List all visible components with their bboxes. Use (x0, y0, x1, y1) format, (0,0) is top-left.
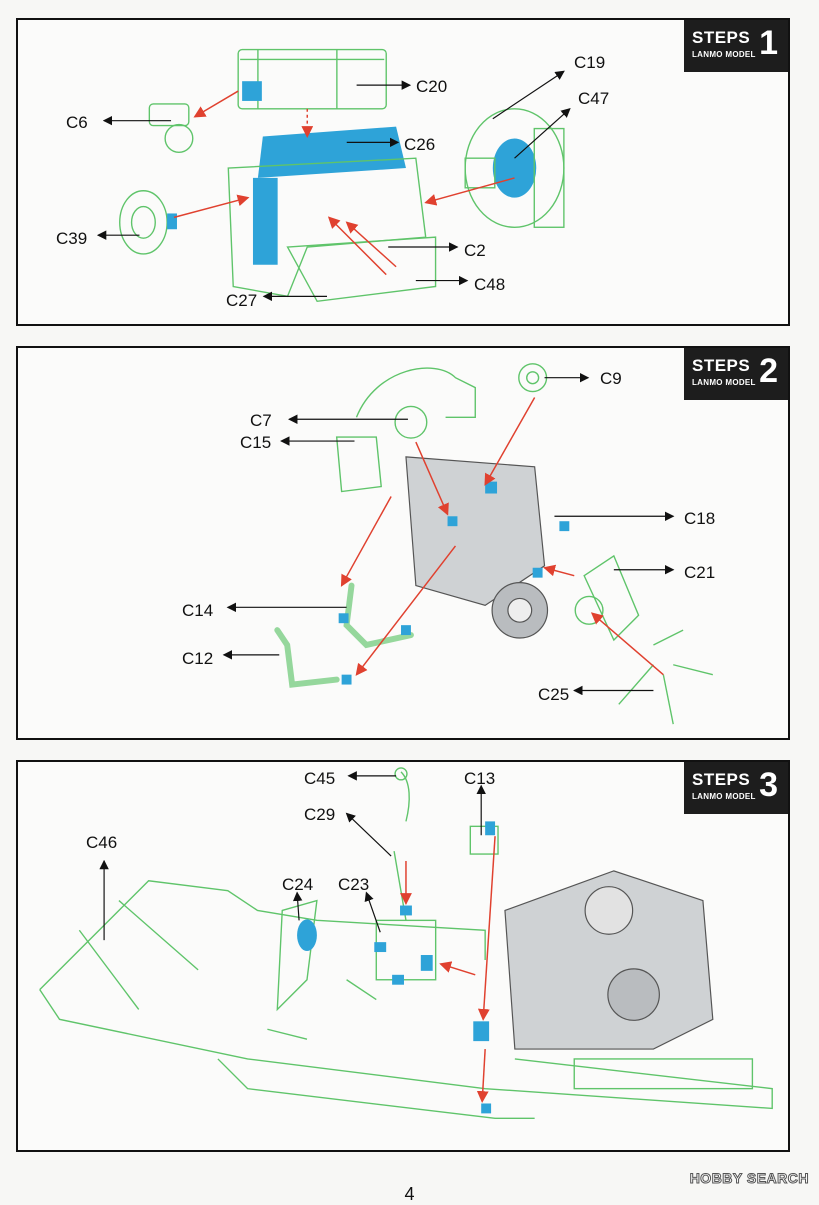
label-c46: C46 (86, 833, 118, 852)
label-c18: C18 (684, 509, 716, 528)
label-c45: C45 (304, 769, 336, 788)
step-3-leaders (99, 771, 486, 941)
label-c26: C26 (404, 135, 436, 154)
belt-fan-parts (574, 554, 713, 725)
c9-part (518, 363, 548, 393)
c13-part (469, 821, 499, 855)
steps-badge: STEPS LANMO MODEL 3 (684, 762, 788, 814)
label-c20: C20 (416, 77, 448, 96)
engine-assembly (405, 456, 549, 639)
step-1-diagram (96, 48, 571, 303)
label-c48: C48 (474, 275, 506, 294)
steps-word: STEPS (692, 356, 751, 375)
label-c9: C9 (600, 369, 622, 388)
label-c27: C27 (226, 291, 258, 310)
step-3-panel: STEPS LANMO MODEL 3 C45 C13 C29 C46 C24 … (16, 760, 790, 1152)
steps-badge: STEPS LANMO MODEL 1 (684, 20, 788, 72)
c23-part (374, 919, 437, 985)
step-1-leaders (96, 70, 571, 302)
steps-badge: STEPS LANMO MODEL 2 (684, 348, 788, 400)
step-2-panel: STEPS LANMO MODEL 2 C9 C7 C15 C18 C21 C1… (16, 346, 790, 740)
label-c29: C29 (304, 805, 336, 824)
c6-part (148, 103, 194, 153)
label-c47: C47 (578, 89, 610, 108)
step-1-arrows (173, 90, 515, 276)
step-number: 1 (759, 24, 778, 62)
c39-part (119, 190, 177, 255)
step-2-leaders (222, 372, 675, 696)
step-3-diagram (39, 767, 773, 1120)
brand-label: LANMO MODEL (692, 378, 756, 387)
shifter-parts (393, 767, 412, 921)
intake-pipe-part (335, 367, 476, 493)
label-c25: C25 (538, 685, 570, 704)
step-2-arrows (340, 397, 664, 676)
label-c21: C21 (684, 563, 716, 582)
label-c12: C12 (182, 649, 214, 668)
engine-block-part (227, 126, 437, 303)
hose-parts (274, 582, 414, 688)
engine-assembly (504, 870, 714, 1050)
step-number: 3 (759, 766, 778, 804)
label-c24: C24 (282, 875, 314, 894)
label-c15: C15 (240, 433, 272, 452)
watermark-logo: HOBBY SEARCH (689, 1170, 809, 1187)
label-c19: C19 (574, 53, 606, 72)
brand-label: LANMO MODEL (692, 792, 756, 801)
label-c7: C7 (250, 411, 272, 430)
step-number: 2 (759, 352, 778, 390)
label-c13: C13 (464, 769, 496, 788)
label-c39: C39 (56, 229, 88, 248)
c24-part (276, 899, 318, 1012)
label-c6: C6 (66, 113, 88, 132)
engine-highlights (447, 481, 570, 578)
watermark-text: HOBBY SEARCH (689, 1170, 809, 1187)
steps-word: STEPS (692, 28, 751, 47)
c19-c47-part (464, 108, 565, 228)
step-1-panel: STEPS LANMO MODEL 1 C6 C20 C26 C19 C47 C… (16, 18, 790, 326)
steps-word: STEPS (692, 770, 751, 789)
label-c14: C14 (182, 601, 214, 620)
label-c23: C23 (338, 875, 370, 894)
chassis-frame-part (39, 880, 773, 1120)
page-number: 4 (404, 1184, 415, 1204)
brand-label: LANMO MODEL (692, 50, 756, 59)
valve-cover-part (237, 48, 387, 110)
step-3-arrows (400, 836, 496, 1103)
step-2-diagram (222, 363, 713, 725)
label-c2: C2 (464, 241, 486, 260)
